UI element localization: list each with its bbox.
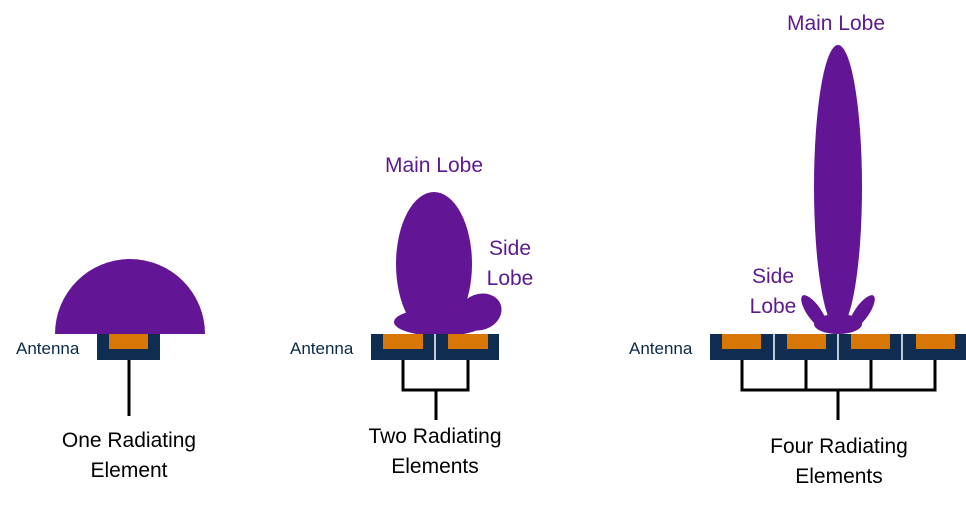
side-lobe-label-line-1: Side: [489, 237, 531, 260]
panel-two-elements: Antenna Main Lobe Side Lobe Two Radiatin…: [290, 154, 533, 478]
radiation-pattern-single: [55, 259, 205, 334]
caption-line-1: Four Radiating: [770, 435, 908, 458]
main-lobe-shape: [396, 192, 472, 336]
main-lobe-label: Main Lobe: [385, 154, 483, 177]
patch-element: [851, 334, 890, 349]
patch-element: [722, 334, 761, 349]
antenna-label: Antenna: [290, 339, 354, 358]
caption-line-1: One Radiating: [62, 429, 196, 452]
side-lobe-label-line-1: Side: [752, 265, 794, 288]
patch-element: [916, 334, 955, 349]
caption-line-2: Element: [90, 459, 167, 482]
patch-element: [787, 334, 826, 349]
caption-line-2: Elements: [795, 465, 883, 488]
patch-element: [383, 334, 423, 349]
panel-four-elements: Antenna Main Lobe Side Lobe Four Radiati…: [629, 12, 966, 488]
feed-network: [401, 360, 470, 420]
lobe-base: [814, 314, 862, 334]
caption-line-1: Two Radiating: [368, 425, 501, 448]
antenna-label: Antenna: [16, 339, 80, 358]
patch-element: [109, 334, 148, 349]
antenna-label: Antenna: [629, 339, 693, 358]
patch-element: [448, 334, 488, 349]
side-lobe-label-line-2: Lobe: [750, 295, 797, 318]
side-lobe-label-line-2: Lobe: [487, 267, 534, 290]
main-lobe-shape: [814, 45, 862, 329]
feed-network: [740, 360, 937, 420]
lobe-base: [394, 308, 486, 336]
panel-one-element: Antenna One Radiating Element: [16, 259, 205, 482]
caption-line-2: Elements: [391, 455, 479, 478]
main-lobe-label: Main Lobe: [787, 12, 885, 35]
